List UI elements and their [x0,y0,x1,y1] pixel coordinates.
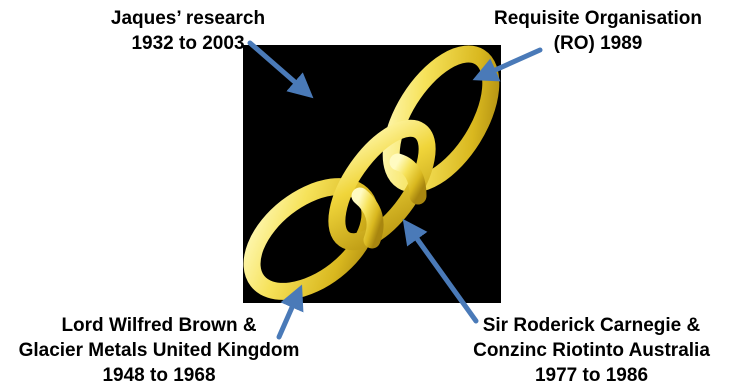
chain-link-bottom-overlap [351,187,384,249]
label-line: Jaques’ research [110,8,266,29]
label-sir-roderick-carnegie: Sir Roderick Carnegie & Conzinc Riotinto… [452,313,731,388]
arrow-icon-bottom-right [402,218,479,324]
arrow-icon-top-left [247,40,314,99]
chain-link-middle [328,119,436,251]
label-lord-wilfred-brown: Lord Wilfred Brown & Glacier Metals Unit… [0,313,318,388]
arrow-icon-bottom-left [276,284,304,340]
label-line: Lord Wilfred Brown & [61,315,257,336]
chain-link-top-overlap [389,153,427,205]
label-line: 1932 to 2003 [131,33,245,54]
label-line: 1977 to 1986 [534,365,649,386]
label-jaques-research: Jaques’ research 1932 to 2003 [68,6,308,56]
chain-links-icon [243,45,500,300]
black-square [243,45,501,303]
label-line: Sir Roderick Carnegie & [482,315,701,336]
label-line: Glacier Metals United Kingdom [18,340,300,361]
chain-link-top [382,45,500,193]
arrow-icon-top-right [472,47,543,82]
label-line: Requisite Organisation [494,8,702,29]
label-line: (RO) 1989 [553,33,643,54]
arrow-icon-group [247,40,543,340]
label-line: 1948 to 1968 [102,365,216,386]
label-requisite-organisation: Requisite Organisation (RO) 1989 [468,6,728,56]
label-line: Conzinc Riotinto Australia [473,340,710,361]
